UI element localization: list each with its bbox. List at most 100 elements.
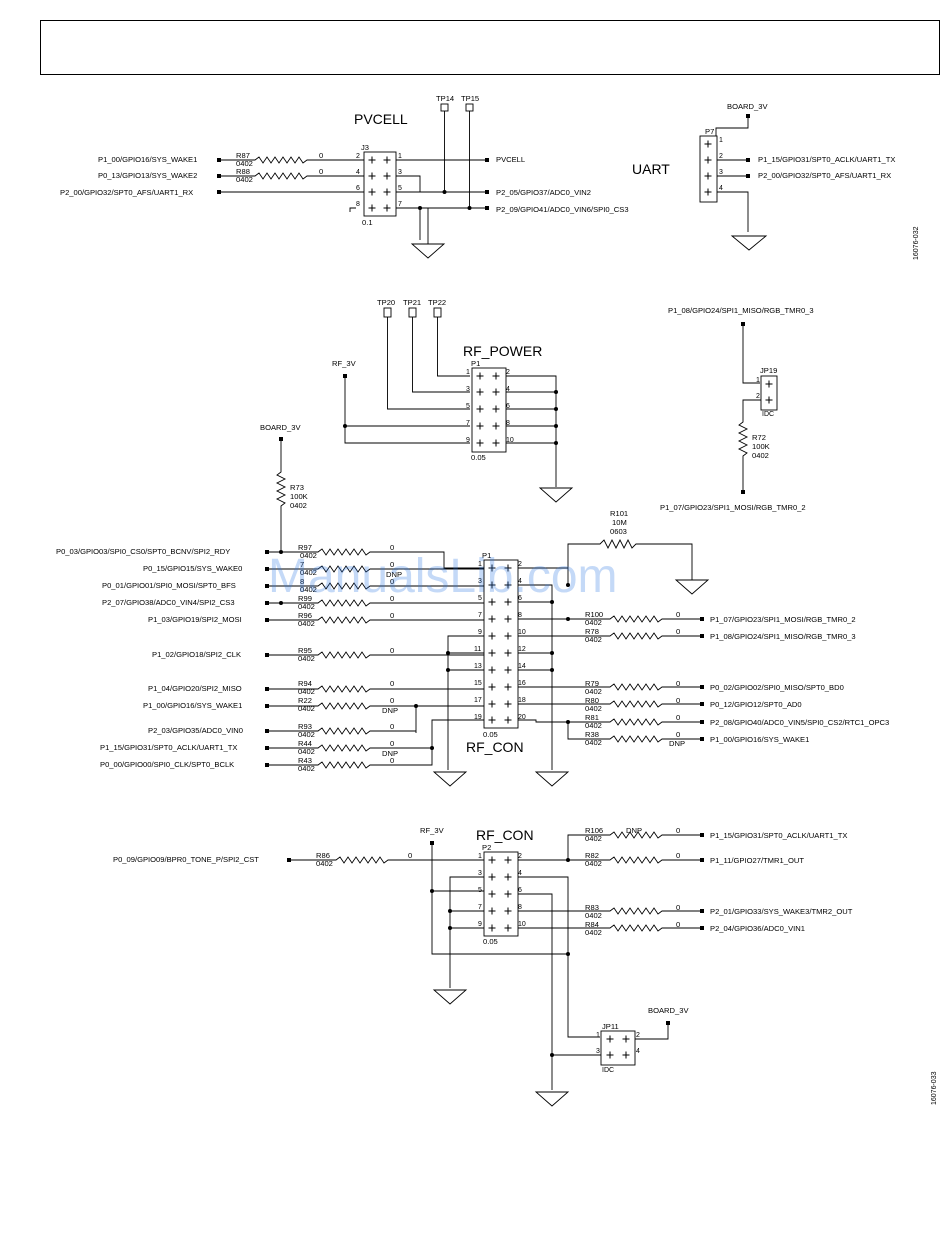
net-adc0-vin0: P2_03/GPIO35/ADC0_VIN0	[148, 726, 243, 735]
rf-con-ref: P1	[482, 551, 491, 560]
net-uart1-rx: P2_00/GPIO32/SPT0_AFS/UART1_RX	[758, 171, 891, 180]
r95-value: 0	[390, 646, 394, 655]
r82-ref: R82	[585, 851, 599, 860]
svg-text:1: 1	[466, 369, 470, 376]
net-spi2-rdy: P0_03/GPIO03/SPI0_CS0/SPT0_BCNV/SPI2_RDY	[56, 547, 230, 556]
jp19-kind: IDC	[762, 411, 774, 418]
svg-text:7: 7	[478, 612, 482, 619]
svg-text:4: 4	[636, 1048, 640, 1055]
tp20-label: TP20	[377, 298, 395, 307]
net-spi2-cst: P0_09/GPIO09/BPR0_TONE_P/SPI2_CST	[113, 855, 259, 864]
connector-rf-power	[471, 367, 507, 453]
r101-size: 0603	[610, 527, 627, 536]
r94-ref: R94	[298, 679, 312, 688]
svg-text:15: 15	[474, 680, 482, 687]
rf-con2-pitch: 0.05	[483, 937, 498, 946]
svg-text:4: 4	[506, 386, 510, 393]
net-sys-wake1: P1_00/GPIO16/SYS_WAKE1	[98, 155, 197, 164]
r82-size: 0402	[585, 859, 602, 868]
connector-p7	[699, 135, 718, 203]
svg-text:1: 1	[398, 153, 402, 160]
r99-ref: R99	[298, 594, 312, 603]
r38-value: 0	[676, 730, 680, 739]
svg-text:2: 2	[636, 1032, 640, 1039]
r73-size: 0402	[290, 501, 307, 510]
net-adc0-vin2: P2_05/GPIO37/ADC0_VIN2	[496, 188, 591, 197]
tp15-pad	[465, 103, 474, 112]
r80-ref: R80	[585, 696, 599, 705]
ground-symbol	[432, 989, 468, 1005]
r96-size: 0402	[298, 619, 315, 628]
j3-pitch: 0.1	[362, 218, 373, 227]
svg-text:7: 7	[466, 420, 470, 427]
rf-con-rail: BOARD_3V	[260, 423, 301, 432]
jp19-section: P1_08/GPIO24/SPI1_MISO/RGB_TMR0_3 JP19 1…	[660, 306, 814, 512]
connector-rf-con	[483, 559, 519, 729]
r86-value: 0	[408, 851, 412, 860]
svg-text:8: 8	[356, 201, 360, 208]
svg-text:6: 6	[518, 887, 522, 894]
r80-size: 0402	[585, 704, 602, 713]
svg-text:18: 18	[518, 697, 526, 704]
jp11-ref: JP11	[602, 1022, 619, 1031]
svg-text:10: 10	[518, 629, 526, 636]
svg-text:1: 1	[719, 137, 723, 144]
net-sys-wake2: P0_13/GPIO13/SYS_WAKE2	[98, 171, 197, 180]
svg-text:5: 5	[478, 887, 482, 894]
svg-text:1: 1	[596, 1032, 600, 1039]
r8-size: 0402	[300, 585, 317, 594]
rf-power-rail: RF_3V	[332, 359, 357, 368]
rf-con2-rail: RF_3V	[420, 826, 445, 835]
svg-text:7: 7	[398, 201, 402, 208]
ground-symbol	[538, 487, 574, 503]
svg-text:3: 3	[478, 870, 482, 877]
figure-code-1: 16076-032	[913, 226, 920, 260]
svg-text:13: 13	[474, 663, 482, 670]
svg-text:6: 6	[506, 403, 510, 410]
svg-text:1: 1	[478, 853, 482, 860]
r106-ref: R106	[585, 826, 603, 835]
r83-size: 0402	[585, 911, 602, 920]
net-rgb-tmr0-2-b: P1_07/GPIO23/SPI1_MOSI/RGB_TMR0_2	[710, 615, 856, 624]
net-uart1-tx: P1_15/GPIO31/SPT0_ACLK/UART1_TX	[758, 155, 895, 164]
net-adc0-vin6: P2_09/GPIO41/ADC0_VIN6/SPI0_CS3	[496, 205, 629, 214]
net-uart1-tx-c: P1_15/GPIO31/SPT0_ACLK/UART1_TX	[710, 831, 847, 840]
r96-ref: R96	[298, 611, 312, 620]
r106-value: 0	[676, 826, 680, 835]
r43-ref: R43	[298, 756, 312, 765]
svg-text:19: 19	[474, 714, 482, 721]
ground-symbol	[410, 243, 446, 259]
r86-size: 0402	[316, 859, 333, 868]
r106-size: 0402	[585, 834, 602, 843]
r99-size: 0402	[298, 602, 315, 611]
watermark-logo: ManualsLib.com	[268, 550, 618, 603]
r22-ref: R22	[298, 696, 312, 705]
r93-value: 0	[390, 722, 394, 731]
r81-value: 0	[676, 713, 680, 722]
svg-text:2: 2	[518, 853, 522, 860]
r22-value: 0	[390, 696, 394, 705]
net-spi2-cs3: P2_07/GPIO38/ADC0_VIN4/SPI2_CS3	[102, 598, 235, 607]
net-spt0-bd0: P0_02/GPIO02/SPI0_MISO/SPT0_BD0	[710, 683, 844, 692]
svg-text:3: 3	[398, 169, 402, 176]
r100-value: 0	[676, 610, 680, 619]
uart-rail: BOARD_3V	[727, 102, 768, 111]
pvcell-title: PVCELL	[354, 111, 408, 127]
r78-size: 0402	[585, 635, 602, 644]
ground-symbol	[534, 1091, 570, 1107]
net-adc0-vin1: P2_04/GPIO36/ADC0_VIN1	[710, 924, 805, 933]
svg-text:3: 3	[466, 386, 470, 393]
r72-size: 0402	[752, 451, 769, 460]
r8-value: 0	[390, 577, 394, 586]
rf-con-pitch: 0.05	[483, 730, 498, 739]
svg-text:2: 2	[506, 369, 510, 376]
r81-size: 0402	[585, 721, 602, 730]
net-rtc1-osc3: P2_08/GPIO40/ADC0_VIN5/SPI0_CS2/RTC1_OPC…	[710, 718, 889, 727]
net-uart1-rx-j3: P2_00/GPIO32/SPT0_AFS/UART1_RX	[60, 188, 193, 197]
r97-value: 0	[390, 543, 394, 552]
svg-text:4: 4	[518, 578, 522, 585]
ground-symbol	[534, 771, 570, 787]
r7-dnp: DNP	[386, 570, 402, 579]
